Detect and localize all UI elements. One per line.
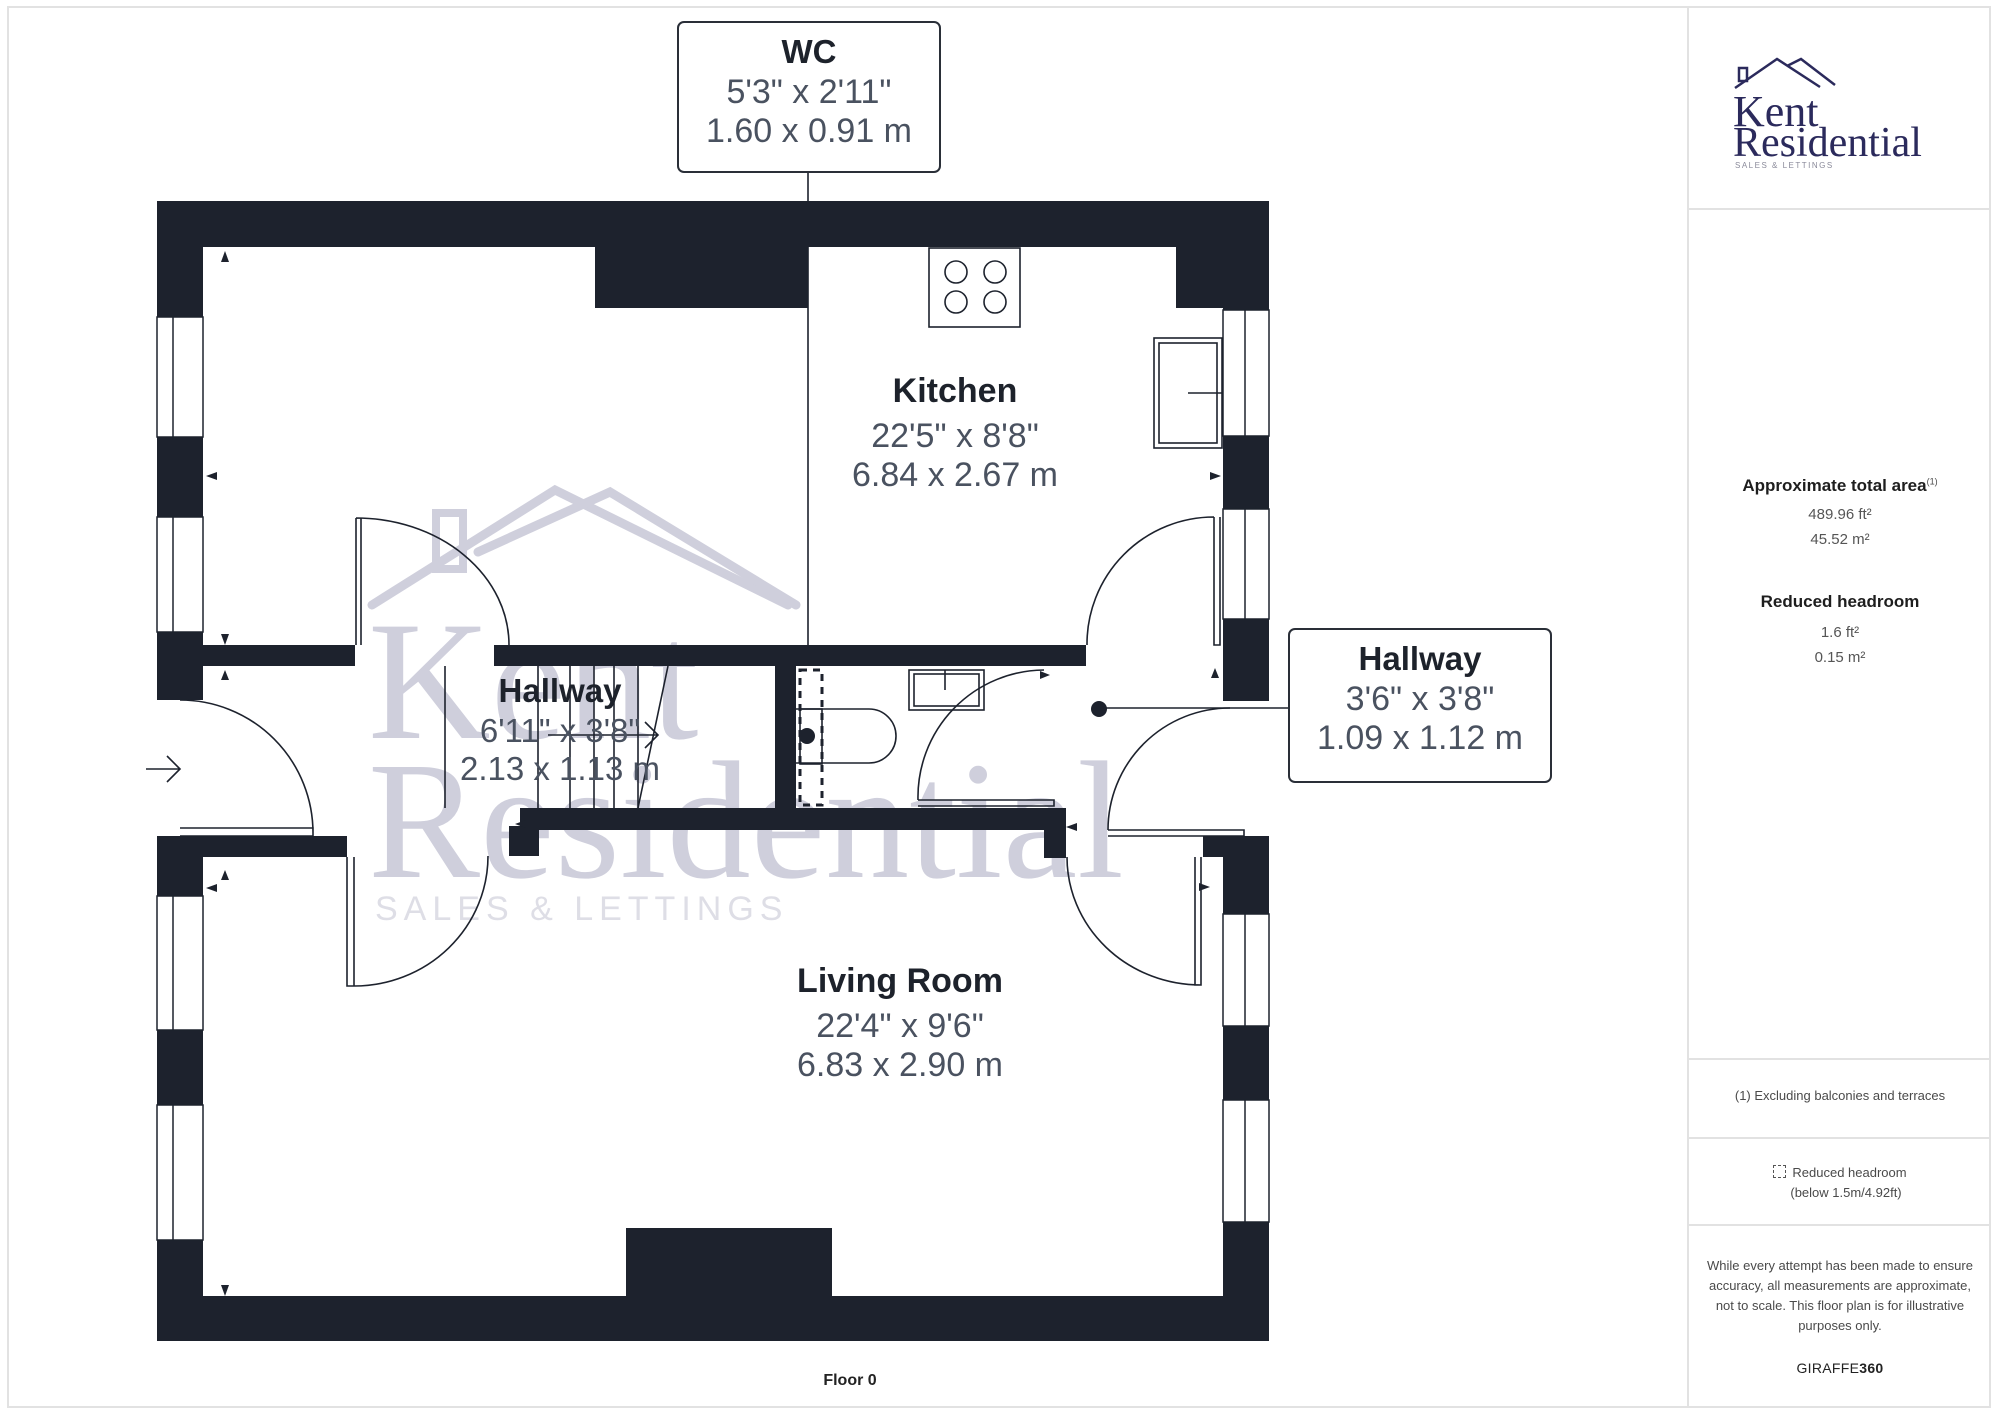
watermark — [367, 484, 801, 610]
footnote-mark: (1) — [1926, 476, 1938, 487]
legend: Reduced headroom (below 1.5m/4.92ft) — [1689, 1139, 1991, 1226]
reduced-headroom-m: 0.15 m² — [1814, 649, 1866, 666]
floor-plan: Kent Residential SALES & LETTINGS — [146, 172, 1290, 1341]
footnote: (1) Excluding balconies and terraces — [1689, 1060, 1991, 1139]
wc-callout: WC 5'3" x 2'11" 1.60 x 0.91 m — [677, 21, 941, 173]
room-dim-imperial-wc: 5'3" x 2'11" — [726, 73, 892, 111]
hallway-callout: Hallway 3'6" x 3'8" 1.09 x 1.12 m — [1288, 628, 1552, 783]
hallway-marker — [1091, 701, 1107, 717]
room-dim-metric-kitchen: 6.84 x 2.67 m — [851, 456, 1058, 494]
room-dim-imperial-hallway-main: 6'11" x 3'8" — [479, 712, 641, 749]
provider-logo: GIRAFFE360 — [1707, 1358, 1973, 1378]
watermark-tagline: SALES & LETTINGS — [375, 890, 788, 928]
walls — [157, 201, 1269, 1341]
room-dim-metric-hallway-small: 1.09 x 1.12 m — [1316, 719, 1523, 757]
hallway-main-label: Hallway 6'11" x 3'8" 2.13 x 1.13 m — [430, 672, 690, 788]
reduced-headroom-heading: Reduced headroom — [1760, 592, 1920, 611]
dashed-box-icon — [1773, 1165, 1787, 1178]
windows — [156, 309, 1270, 1241]
room-name-living: Living Room — [797, 962, 1003, 1000]
room-dim-imperial-living: 22'4" x 9'6" — [816, 1007, 984, 1045]
footnote-text: (1) Excluding balconies and terraces — [1734, 1088, 1946, 1103]
legend-line1: Reduced headroom — [1792, 1165, 1907, 1180]
dimension-arrows — [206, 251, 1221, 1296]
room-name-hallway-main: Hallway — [498, 672, 622, 709]
provider-prefix: GIRAFFE — [1796, 1360, 1860, 1376]
room-dim-metric-wc: 1.60 x 0.91 m — [705, 112, 912, 150]
living-room-label: Living Room 22'4" x 9'6" 6.83 x 2.90 m — [740, 962, 1060, 1085]
provider-suffix: 360 — [1859, 1360, 1884, 1376]
wc-pipe-marker — [799, 728, 815, 744]
brand-logo: Kent Residential SALES & LETTINGS — [1689, 6, 1991, 210]
area-summary: Approximate total area(1) 489.96 ft² 45.… — [1689, 210, 1991, 1060]
total-area-m: 45.52 m² — [1810, 531, 1870, 548]
total-area-heading: Approximate total area — [1742, 476, 1927, 495]
room-dim-metric-hallway-main: 2.13 x 1.13 m — [460, 750, 660, 787]
room-name-wc: WC — [781, 33, 837, 70]
brand-name-kent: Kent — [1733, 87, 1819, 136]
legend-line2: (below 1.5m/4.92ft) — [1790, 1185, 1902, 1200]
house-roof-icon: Kent Residential SALES & LETTINGS — [1733, 57, 1922, 170]
brand-name-residential: Residential — [1733, 120, 1922, 166]
watermark-kent: Kent — [368, 587, 698, 775]
interior-lines — [146, 172, 1290, 987]
room-dim-imperial-hallway-small: 3'6" x 3'8" — [1345, 680, 1495, 718]
room-name-kitchen: Kitchen — [892, 372, 1018, 410]
page-frame — [7, 6, 1991, 1408]
disclaimer-text: While every attempt has been made to ens… — [1707, 1258, 1973, 1333]
room-dim-metric-living: 6.83 x 2.90 m — [796, 1046, 1003, 1084]
reduced-headroom-ft: 1.6 ft² — [1820, 624, 1860, 641]
total-area-ft: 489.96 ft² — [1808, 506, 1872, 523]
room-name-hallway-small: Hallway — [1358, 640, 1482, 677]
brand-tagline: SALES & LETTINGS — [1735, 161, 1834, 170]
floor-label: Floor 0 — [823, 1372, 877, 1389]
info-sidebar: Kent Residential SALES & LETTINGS Approx… — [1687, 6, 1991, 1408]
room-dim-imperial-kitchen: 22'5" x 8'8" — [871, 417, 1039, 455]
disclaimer: While every attempt has been made to ens… — [1689, 1226, 1991, 1408]
kitchen-label: Kitchen 22'5" x 8'8" 6.84 x 2.67 m — [810, 372, 1100, 495]
